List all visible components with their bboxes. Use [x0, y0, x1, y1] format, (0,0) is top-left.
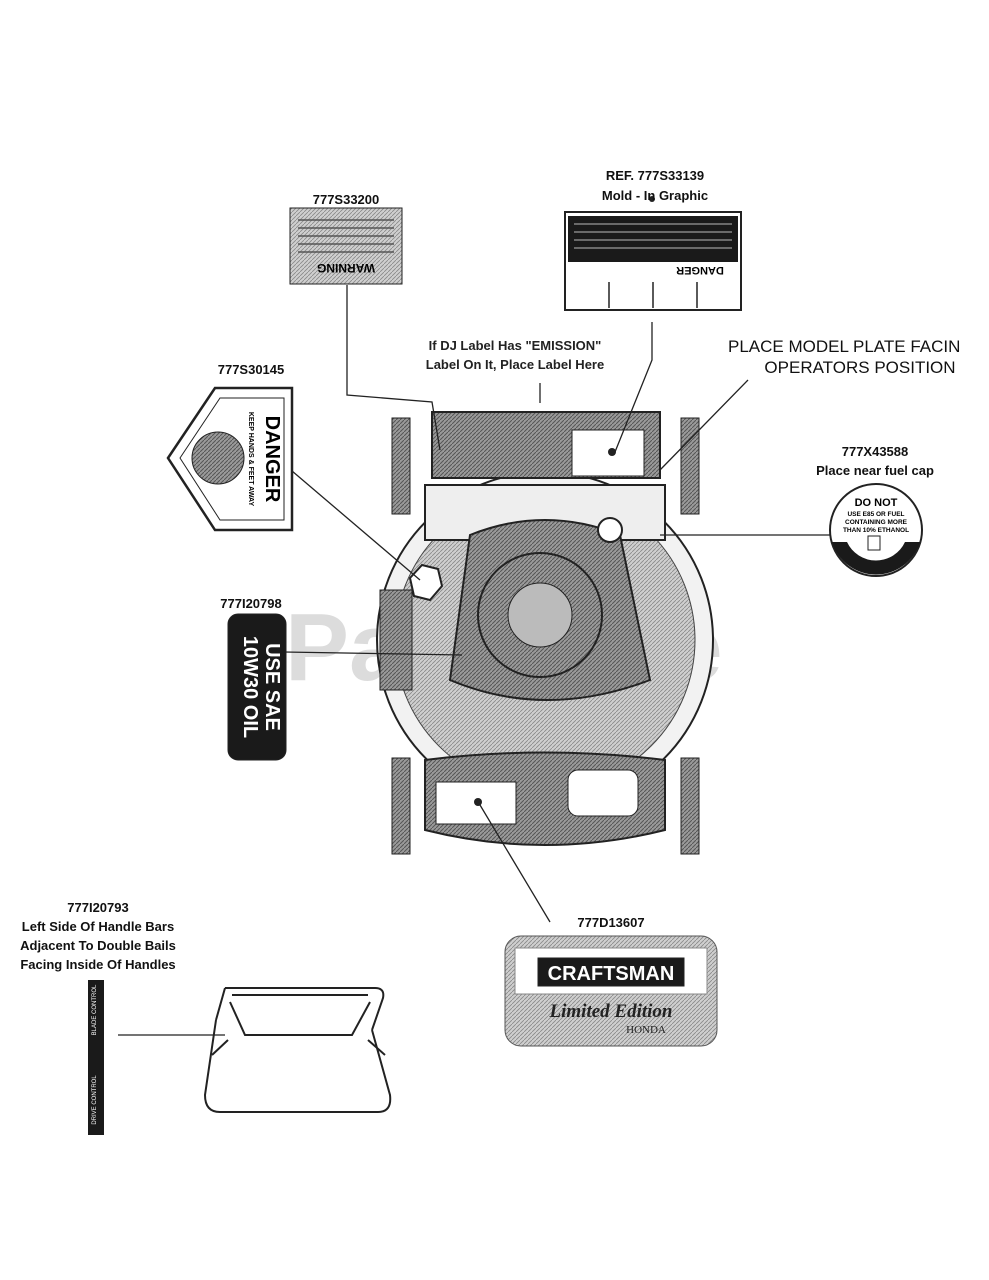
model-plate-area: [571, 429, 645, 477]
strip-drive-control: DRIVE CONTROL: [92, 1075, 98, 1125]
label-777i20793: BLADE CONTROL DRIVE CONTROL: [88, 980, 104, 1135]
fuel-label-line4: THAN 10% ETHANOL: [843, 527, 909, 534]
fuel-cap: [597, 517, 623, 543]
danger-molded-label-text: DANGER: [676, 264, 724, 276]
model-plate-callout-line1: PLACE MODEL PLATE FACIN: [728, 337, 961, 356]
label-777d13607: CRAFTSMAN Limited Edition HONDA: [504, 935, 718, 1047]
rear-right-wheel: [680, 417, 700, 515]
note-mold-in-graphic: Mold - In Graphic: [601, 188, 709, 203]
label-777s33139: DANGER: [564, 196, 742, 311]
part-number-777s33200: 777S33200: [312, 192, 380, 207]
oil-label-line2: 10W30 OIL: [239, 636, 261, 738]
front-left-wheel: [391, 757, 411, 855]
label-777i20798: USE SAE 10W30 OIL: [227, 613, 287, 761]
part-number-777d13607: 777D13607: [577, 915, 645, 930]
rear-left-wheel: [391, 417, 411, 515]
note-adjacent-double-bails: Adjacent To Double Bails: [20, 938, 176, 953]
fuel-label-line2: USE E85 OR FUEL: [847, 511, 904, 518]
handle-bars-illustration: [203, 987, 392, 1113]
danger-hex-label-sub: KEEP HANDS & FEET AWAY: [247, 412, 254, 507]
strip-blade-control: BLADE CONTROL: [92, 984, 98, 1035]
note-facing-inside-handles: Facing Inside Of Handles: [20, 957, 176, 972]
emission-callout-line1: If DJ Label Has "EMISSION": [428, 338, 602, 353]
warning-label-text: WARNING: [317, 261, 375, 275]
label-777s30145: DANGER KEEP HANDS & FEET AWAY: [166, 386, 294, 532]
fuel-label-line3: CONTAINING MORE: [845, 519, 908, 526]
mower-illustration: [376, 411, 714, 855]
label-777s33200: WARNING: [289, 207, 403, 285]
danger-hex-label-text: DANGER: [261, 416, 283, 503]
craftsman-brand: CRAFTSMAN: [548, 963, 675, 985]
fuel-label-line1: DO NOT: [855, 497, 898, 509]
front-right-wheel: [680, 757, 700, 855]
craftsman-powered: HONDA: [626, 1024, 666, 1036]
label-777x43588: DO NOT USE E85 OR FUEL CONTAINING MORE T…: [829, 483, 923, 577]
leader-lines: [118, 285, 832, 1036]
model-plate-callout-line2: OPERATORS POSITION: [764, 358, 956, 377]
oil-label-line1: USE SAE: [261, 643, 283, 731]
part-number-777i20793: 777I20793: [67, 900, 129, 915]
part-number-777x43588: 777X43588: [841, 444, 909, 459]
note-place-near-fuel-cap: Place near fuel cap: [816, 463, 934, 478]
part-number-777s30145: 777S30145: [217, 362, 285, 377]
ref-777s33139: REF. 777S33139: [605, 168, 705, 183]
craftsman-edition: Limited Edition: [549, 1001, 673, 1022]
part-number-777i20798: 777I20798: [220, 596, 282, 611]
note-left-side-handle-bars: Left Side Of Handle Bars: [21, 919, 175, 934]
emission-callout-line2: Label On It, Place Label Here: [425, 357, 605, 372]
